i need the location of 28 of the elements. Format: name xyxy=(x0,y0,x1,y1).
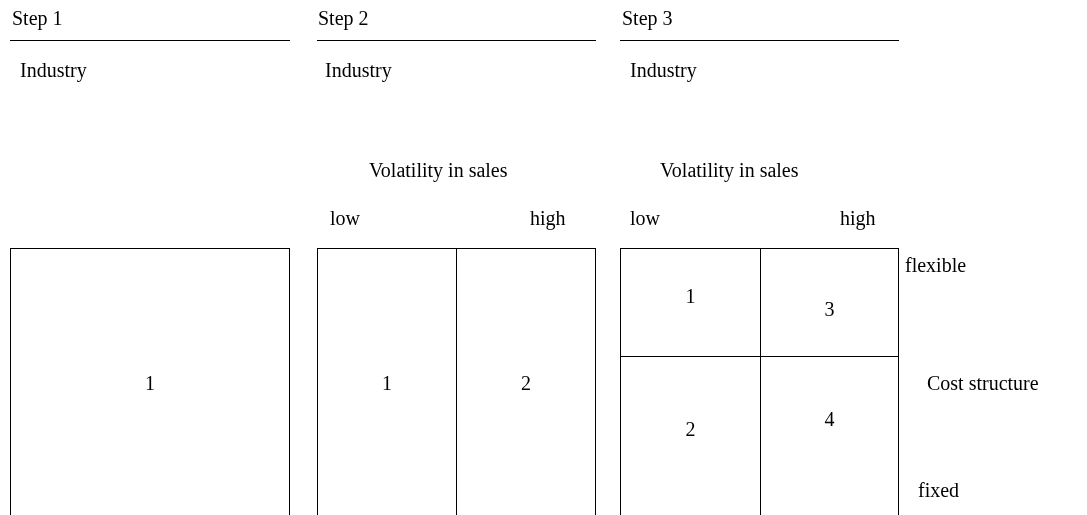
industry-label: Industry xyxy=(630,58,697,82)
axis-title: Volatility in sales xyxy=(660,158,799,182)
cell-number: 1 xyxy=(382,372,392,395)
axis-title: Cost structure xyxy=(927,371,1039,395)
step-heading: Step 2 xyxy=(318,6,369,30)
cell-number: 2 xyxy=(685,418,696,441)
matrix-cell xyxy=(317,248,457,515)
axis-value: flexible xyxy=(905,253,967,277)
industry-label: Industry xyxy=(20,58,87,82)
step-heading: Step 3 xyxy=(622,6,673,30)
axis-value: high xyxy=(840,206,876,230)
axis-value: low xyxy=(330,206,360,230)
matrix-cell xyxy=(10,248,290,515)
cell-number: 4 xyxy=(824,408,835,431)
step-heading: Step 1 xyxy=(12,6,63,30)
industry-label: Industry xyxy=(325,58,392,82)
axis-value: fixed xyxy=(918,478,960,502)
matrix-cell xyxy=(760,356,899,515)
cell-number: 1 xyxy=(685,285,696,308)
cell-number: 1 xyxy=(145,372,155,395)
axis-value: low xyxy=(630,206,660,230)
cell-number: 2 xyxy=(521,372,531,395)
matrix-cell xyxy=(456,248,596,515)
axis-title: Volatility in sales xyxy=(369,158,508,182)
matrix-cell xyxy=(760,248,899,357)
axis-value: high xyxy=(530,206,566,230)
cell-number: 3 xyxy=(824,297,835,321)
matrix-cell xyxy=(620,248,761,357)
